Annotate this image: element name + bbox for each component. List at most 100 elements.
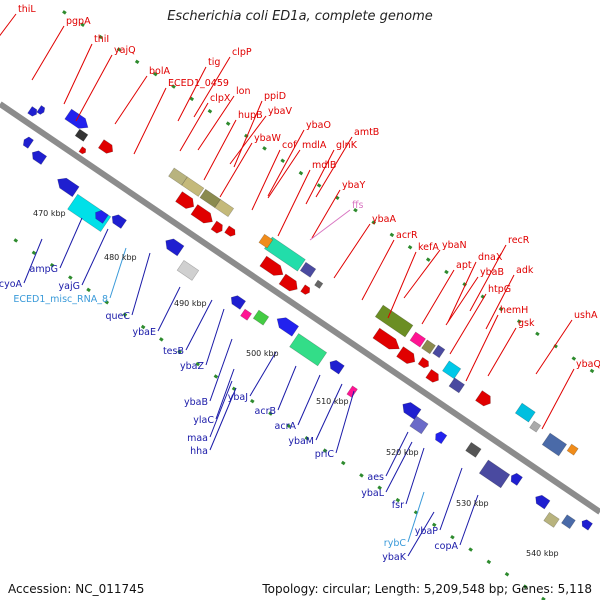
gene-label[interactable]: acrB [255, 406, 276, 417]
gene-label[interactable]: tesB [163, 346, 184, 357]
gene-label[interactable]: ybaN [442, 240, 467, 251]
gene-label[interactable]: ybaB [480, 267, 504, 278]
gene-label[interactable]: thiI [94, 34, 109, 45]
gene-label[interactable]: ybaK [382, 552, 406, 563]
tick-mark [425, 257, 431, 262]
gene-label[interactable]: copA [434, 541, 458, 552]
gene-feature [190, 204, 213, 224]
gene-label[interactable]: pgpA [66, 16, 91, 27]
tick-mark [304, 436, 310, 441]
gene-label[interactable]: ffs [352, 200, 364, 211]
tick-mark [122, 312, 128, 317]
gene-label[interactable]: ybaY [342, 180, 365, 191]
gene-feature [417, 356, 429, 369]
gene-label[interactable]: aes [367, 472, 384, 483]
gene-label[interactable]: fsr [392, 500, 404, 511]
tick-mark [498, 306, 504, 312]
gene-label[interactable]: ybaB [184, 397, 208, 408]
tick-marks [13, 10, 595, 600]
leader-line [193, 56, 231, 118]
gene-label[interactable]: adk [516, 265, 534, 276]
gene-label[interactable]: lon [236, 86, 250, 97]
leader-line [209, 380, 233, 438]
gene-label[interactable]: acrR [396, 230, 418, 241]
gene-label[interactable]: ybaJ [228, 392, 248, 403]
leader-line [485, 274, 515, 330]
tick-mark [535, 331, 540, 337]
gene-label[interactable]: ybaE [133, 327, 156, 338]
gene-label[interactable]: recR [508, 235, 530, 246]
gene-label[interactable]: hupB [238, 110, 263, 121]
gene-feature [409, 331, 426, 348]
gene-label[interactable]: mdlB [312, 160, 336, 171]
tick-mark [571, 356, 577, 361]
scale-label: 500 kbp [246, 349, 279, 358]
gene-label[interactable]: ybaQ [576, 359, 600, 370]
map-title: Escherichia coli ED1a, complete genome [167, 9, 433, 24]
leader-line [407, 491, 425, 543]
gene-label[interactable]: ECED1_misc_RNA_8 [13, 294, 108, 305]
gene-label[interactable]: yajG [59, 281, 80, 292]
gene-label[interactable]: ybaZ [180, 361, 204, 372]
tick-mark [225, 121, 231, 126]
gene-label[interactable]: ylaC [193, 415, 214, 426]
gene-label[interactable]: priC [315, 449, 335, 460]
tick-mark [134, 59, 140, 65]
gene-feature [299, 261, 317, 278]
gene-label[interactable]: ushA [574, 310, 598, 321]
tick-mark [262, 146, 267, 151]
leader-line [305, 149, 335, 205]
gene-label[interactable]: ybaO [306, 120, 331, 131]
gene-label[interactable]: ECED1_0459 [168, 78, 229, 89]
summary-text: Topology: circular; Length: 5,209,548 bp… [262, 582, 592, 596]
gene-feature [31, 150, 48, 165]
gene-label[interactable]: clpX [210, 93, 231, 104]
gene-label[interactable]: ppiD [264, 91, 286, 102]
gene-label[interactable]: queC [105, 311, 130, 322]
tick-mark [286, 423, 291, 429]
gene-label[interactable]: dnaX [478, 252, 503, 263]
gene-label[interactable]: hha [190, 446, 208, 457]
leader-line [233, 100, 263, 168]
gene-label[interactable]: mdlA [302, 140, 327, 151]
gene-label[interactable]: acrA [275, 421, 297, 432]
gene-label[interactable]: tig [208, 57, 220, 68]
gene-feature [27, 106, 38, 117]
leader-line [465, 314, 499, 382]
tick-mark [298, 170, 304, 176]
gene-label[interactable]: ampG [30, 264, 58, 275]
gene-label[interactable]: hemH [500, 305, 528, 316]
gene-label[interactable]: apt [456, 260, 472, 271]
tick-mark [486, 559, 492, 565]
gene-label[interactable]: amtB [354, 127, 379, 138]
gene-label[interactable]: ybaV [268, 106, 292, 117]
gene-label[interactable]: htpG [488, 284, 511, 295]
gene-label[interactable]: cyoA [0, 279, 23, 290]
gene-label[interactable]: kefA [418, 242, 439, 253]
gene-feature [396, 346, 416, 364]
gene-label[interactable]: ybaW [254, 133, 281, 144]
gene-label[interactable]: thiL [18, 4, 36, 15]
gene-label[interactable]: gsk [518, 318, 535, 329]
leader-line [385, 441, 413, 493]
gene-label[interactable]: ybaL [361, 488, 384, 499]
tick-mark [116, 47, 122, 52]
gene-label[interactable]: ybaA [372, 214, 396, 225]
tick-mark [171, 84, 176, 89]
leader-line [177, 66, 207, 122]
gene-label[interactable]: ybaP [415, 526, 438, 537]
gene-label[interactable]: yajQ [114, 45, 136, 56]
gene-feature [425, 368, 439, 383]
gene-label[interactable]: cof [282, 140, 297, 151]
gene-label[interactable]: bolA [149, 66, 170, 77]
tick-mark [153, 71, 158, 77]
leader-line [403, 249, 441, 299]
gene-label[interactable]: maa [187, 433, 208, 444]
gene-label[interactable]: clpP [232, 47, 252, 58]
leader-line [209, 387, 237, 451]
leader-line [335, 390, 355, 454]
scale-label: 530 kbp [456, 499, 489, 508]
gene-label[interactable]: ybaM [288, 436, 314, 447]
gene-label[interactable]: rybC [384, 538, 407, 549]
